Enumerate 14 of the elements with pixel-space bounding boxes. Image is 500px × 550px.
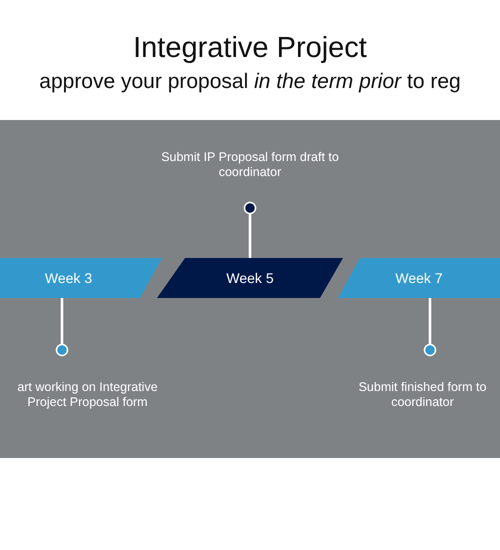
subtitle: approve your proposal in the term prior to reg — [38, 70, 462, 94]
milestone-stem — [56, 298, 68, 356]
milestone-stem — [424, 298, 436, 356]
milestone-stem — [244, 202, 256, 258]
week-parallelogram — [157, 258, 343, 298]
week-parallelogram — [0, 258, 162, 298]
week-label: Week 7 — [394, 269, 444, 288]
week-label: Week 3 — [44, 269, 94, 288]
title: Integrative Project — [132, 32, 368, 65]
week-parallelogram — [338, 258, 500, 298]
milestone-text: art working on Integrative Project Proposal form — [16, 380, 159, 410]
milestone-text: Submit finished form to coordinator — [358, 380, 488, 410]
week-label: Week 5 — [225, 269, 275, 288]
milestone-text: Submit IP Proposal form draft to coordinator — [160, 150, 340, 180]
